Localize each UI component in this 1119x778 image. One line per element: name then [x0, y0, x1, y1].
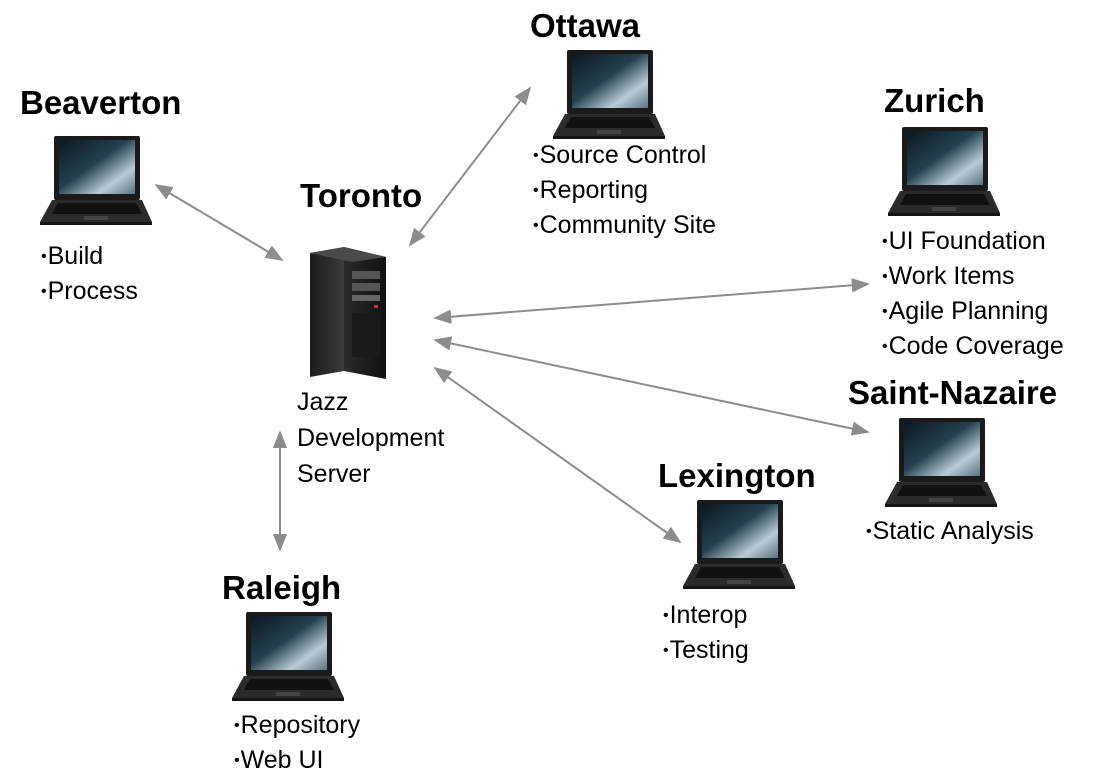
site-items-saint-nazaire: Static Analysis [866, 514, 1034, 549]
list-item: Interop [663, 598, 749, 633]
site-title-beaverton: Beaverton [20, 84, 182, 121]
site-title-zurich: Zurich [884, 82, 985, 119]
site-items-lexington: Interop Testing [663, 598, 749, 668]
laptop-icon [232, 612, 344, 701]
connector-ottawa [408, 86, 532, 247]
laptop-icon [683, 500, 795, 589]
list-item: Community Site [533, 208, 716, 243]
site-title-saint-nazaire: Saint-Nazaire [848, 374, 1058, 411]
list-item: Repository [234, 708, 361, 743]
site-title-ottawa: Ottawa [530, 7, 641, 44]
list-item: Process [41, 274, 138, 309]
list-item: Build [41, 239, 138, 274]
hub-title: Toronto [300, 177, 423, 214]
hub-label-line: Development [297, 424, 445, 452]
list-item: Agile Planning [882, 294, 1064, 329]
list-item: Testing [663, 633, 749, 668]
list-item: Code Coverage [882, 329, 1064, 364]
site-items-beaverton: Build Process [41, 239, 138, 309]
list-item: UI Foundation [882, 224, 1064, 259]
site-items-raleigh: Repository Web UI [234, 708, 361, 778]
site-items-ottawa: Source Control Reporting Community Site [533, 138, 716, 243]
hub-label-line: Jazz [297, 388, 349, 416]
list-item: Reporting [533, 173, 716, 208]
list-item: Web UI [234, 743, 360, 778]
list-item: Source Control [533, 138, 716, 173]
site-title-lexington: Lexington [658, 457, 816, 494]
connector-saint-nazaire [433, 336, 870, 436]
site-title-raleigh: Raleigh [222, 569, 342, 606]
connector-beaverton [154, 184, 284, 261]
list-item: Static Analysis [866, 514, 1034, 549]
list-item: Work Items [882, 259, 1064, 294]
site-items-zurich: UI Foundation Work Items Agile Planning … [882, 224, 1064, 364]
server-tower-icon [310, 247, 386, 379]
laptop-icon [553, 50, 665, 139]
connector-zurich [433, 278, 870, 324]
laptop-icon [40, 136, 152, 225]
laptop-icon [888, 127, 1000, 216]
laptop-icon [885, 418, 997, 507]
connector-lexington [433, 366, 682, 544]
hub-label-line: Server [297, 460, 371, 488]
hub-label: Jazz Development Server [297, 384, 444, 492]
